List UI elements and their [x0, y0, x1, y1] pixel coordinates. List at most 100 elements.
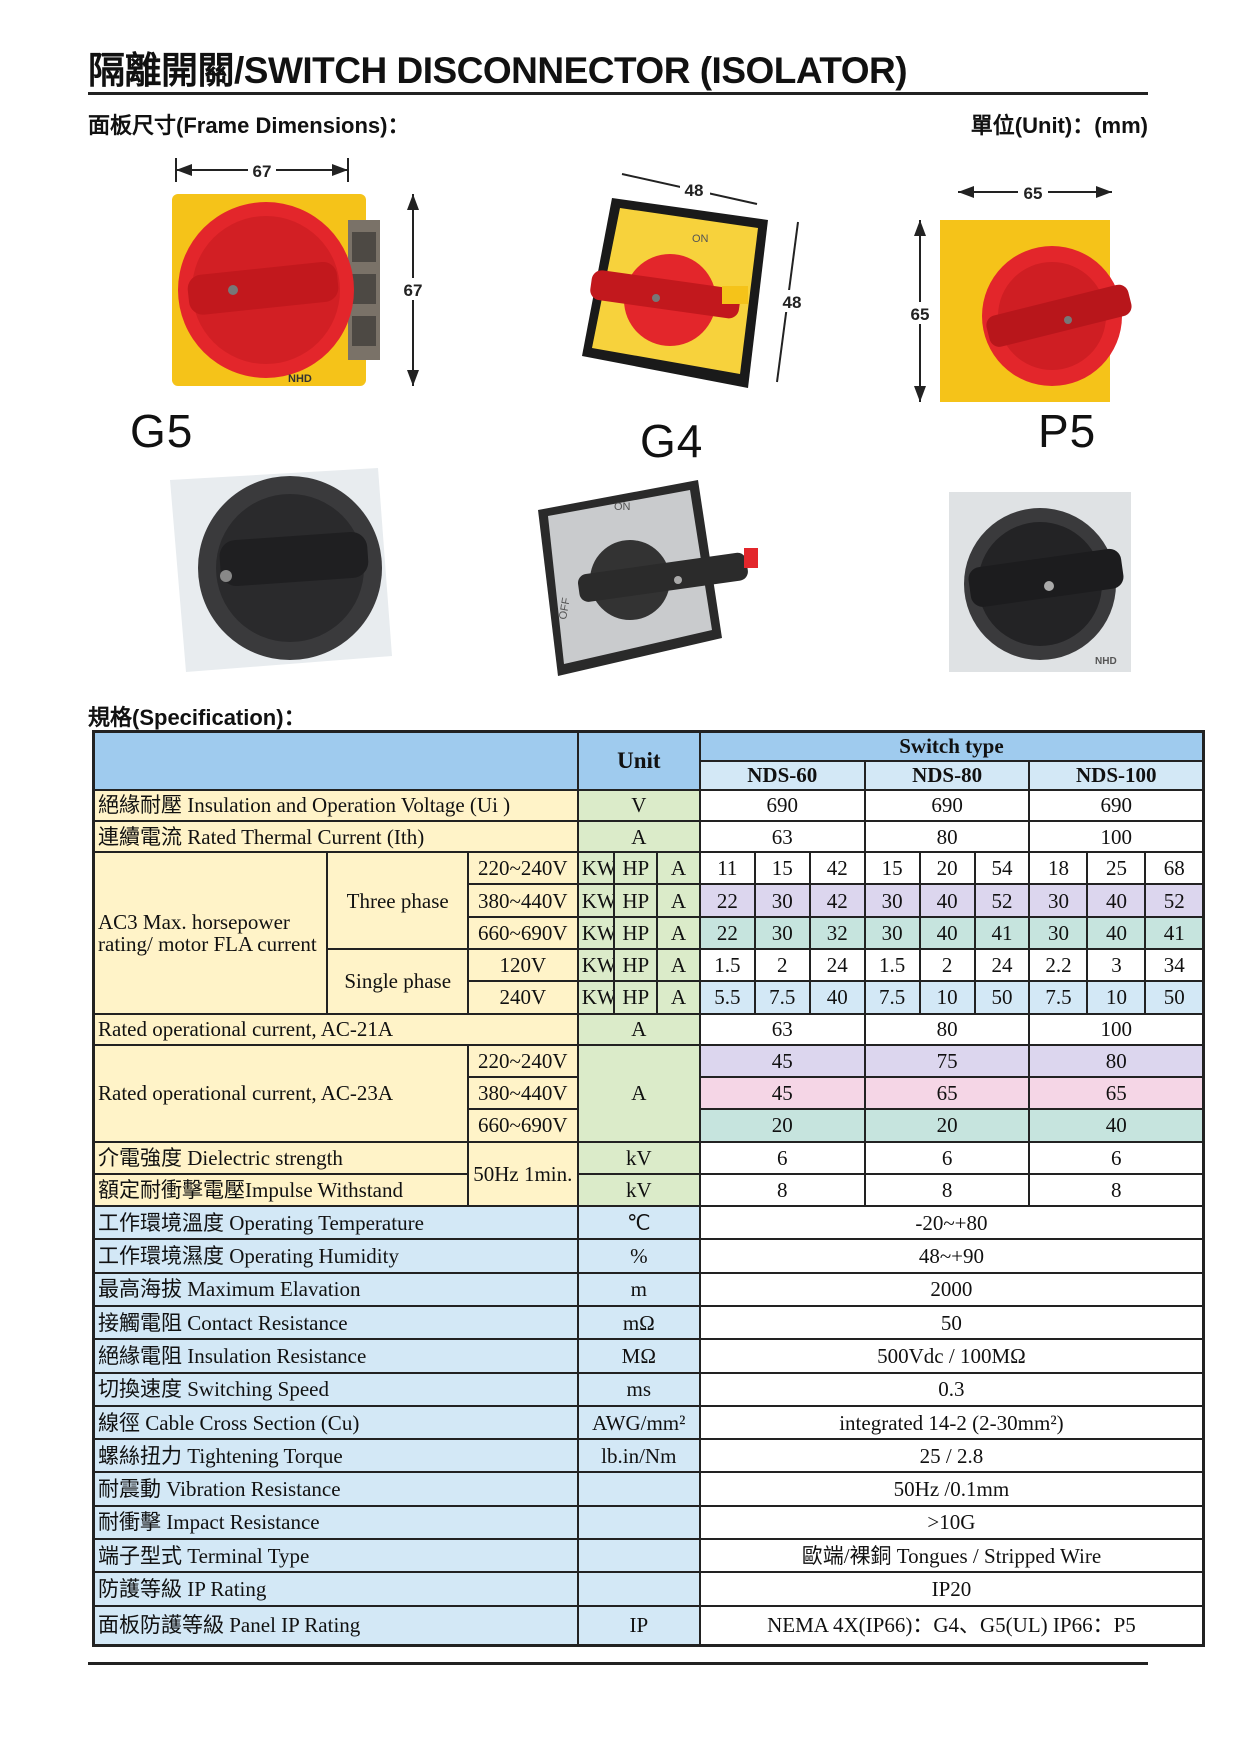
g5-width-dimension: 67 — [253, 162, 272, 181]
row-unit — [576, 1538, 701, 1574]
value-cell: 1.5 — [698, 948, 756, 983]
voltage-cell: 120V — [466, 948, 579, 983]
unit-label: 單位(Unit)：(mm) — [970, 113, 1148, 138]
value-cell: 100 — [1028, 1012, 1205, 1046]
g4-width-dimension: 48 — [685, 181, 704, 200]
value-cell: 40 — [1086, 915, 1147, 951]
row-label: 介電強度 Dielectric strength — [92, 1140, 469, 1175]
value-cell: 32 — [808, 915, 866, 951]
row-label: 端子型式 Terminal Type — [92, 1538, 579, 1574]
table-row: Single phase 120V KW HP A 1.5 2 24 1.5 2… — [94, 948, 1205, 1015]
value-cell: 8 — [863, 1172, 1031, 1208]
value-cell: 30 — [863, 883, 921, 918]
value-cell: 11 — [698, 851, 756, 886]
row-label: 工作環境溫度 Operating Temperature — [92, 1205, 579, 1241]
table-row: Rated operational current, AC-21A A 63 8… — [92, 1012, 1205, 1046]
row-unit: A — [576, 1043, 701, 1143]
p5-height-dimension: 65 — [911, 305, 930, 324]
model-label-p5: P5 — [1038, 405, 1097, 457]
table-row: 絕緣電阻 Insulation Resistance MΩ 500Vdc / 1… — [92, 1338, 1205, 1374]
value-cell: 7.5 — [753, 980, 811, 1015]
row-unit: IP — [576, 1604, 701, 1647]
value-cell: 22 — [698, 915, 756, 951]
value-cell: 24 — [808, 948, 866, 983]
g4-dark-product-image: ON OFF — [538, 480, 758, 676]
value-cell: 75 — [863, 1043, 1031, 1079]
row-label: 螺絲扭力 Tightening Torque — [92, 1438, 579, 1474]
value-cell: 6 — [698, 1140, 866, 1175]
table-row: 660~690V KW HP A 22 30 32 30 40 41 30 40… — [94, 915, 1205, 951]
unit-kw: KW — [576, 915, 616, 951]
value-cell: 30 — [753, 883, 811, 918]
value-cell: 0.3 — [698, 1371, 1205, 1407]
value-cell: 30 — [753, 915, 811, 951]
value-cell: 40 — [1028, 1108, 1205, 1143]
row-label: 絕緣耐壓 Insulation and Operation Voltage (U… — [92, 788, 579, 823]
value-cell: 54 — [973, 851, 1031, 886]
specification-label: 規格(Specification)： — [88, 705, 306, 730]
row-unit: V — [576, 788, 701, 823]
value-cell: 690 — [1028, 788, 1205, 823]
row-label: 額定耐衝擊電壓Impulse Withstand — [92, 1172, 469, 1208]
unit-a: A — [656, 915, 701, 951]
unit-hp: HP — [613, 980, 659, 1015]
value-cell: IP20 — [698, 1571, 1205, 1607]
table-row: 端子型式 Terminal Type 歐端/裸銅 Tongues / Strip… — [92, 1538, 1205, 1574]
value-cell: 40 — [918, 883, 976, 918]
g5-brand-text: NHD — [288, 373, 312, 385]
unit-kw: KW — [576, 851, 616, 886]
value-cell: 50 — [1144, 980, 1205, 1015]
table-row: 660~690V 20 20 40 — [94, 1108, 1205, 1143]
value-cell: 1.5 — [863, 948, 921, 983]
row-unit — [576, 1571, 701, 1607]
model-label-g4: G4 — [640, 415, 704, 467]
row-unit — [576, 1504, 701, 1541]
row-unit: m — [576, 1271, 701, 1307]
row-unit: A — [576, 819, 701, 854]
unit-a: A — [656, 851, 701, 886]
table-row: 240V KW HP A 5.5 7.5 40 7.5 10 50 7.5 10… — [94, 980, 1205, 1015]
value-cell: NEMA 4X(IP66)：G4、G5(UL) IP66：P5 — [698, 1604, 1205, 1647]
unit-hp: HP — [613, 883, 659, 918]
row-unit: ℃ — [576, 1205, 701, 1241]
value-cell: 2000 — [698, 1271, 1205, 1307]
value-cell: 65 — [1028, 1076, 1205, 1111]
row-label: 面板防護等級 Panel IP Rating — [92, 1604, 579, 1647]
header-switch-type: Switch type — [698, 730, 1205, 762]
row-label: 線徑 Cable Cross Section (Cu) — [92, 1404, 579, 1441]
value-cell: 歐端/裸銅 Tongues / Stripped Wire — [698, 1538, 1205, 1574]
g4-height-dimension: 48 — [783, 293, 802, 312]
table-row: 最高海拔 Maximum Elavation m 2000 — [92, 1271, 1205, 1307]
g4-dark-on-marker: ON — [614, 501, 631, 513]
value-cell: 42 — [808, 851, 866, 886]
table-model-row: NDS-60 NDS-80 NDS-100 — [94, 759, 1205, 791]
row-unit: kV — [576, 1140, 701, 1175]
value-cell: 65 — [863, 1076, 1031, 1111]
table-row: 工作環境溫度 Operating Temperature ℃ -20~+80 — [92, 1205, 1205, 1241]
value-cell: 6 — [1028, 1140, 1205, 1175]
row-label: 接觸電阻 Contact Resistance — [92, 1304, 579, 1341]
row-unit: kV — [576, 1172, 701, 1208]
value-cell: 50 — [973, 980, 1031, 1015]
value-cell: 80 — [1028, 1043, 1205, 1079]
value-cell: 25 / 2.8 — [698, 1438, 1205, 1474]
value-cell: 45 — [698, 1076, 866, 1111]
header-blank-cell — [92, 730, 579, 791]
g4-on-marker: ON — [692, 233, 709, 245]
value-cell: >10G — [698, 1504, 1205, 1541]
value-cell: 7.5 — [863, 980, 921, 1015]
row-unit: mΩ — [576, 1304, 701, 1341]
value-cell: 63 — [698, 819, 866, 854]
table-row: AC3 Max. horsepower rating/ motor FLA cu… — [92, 851, 1205, 1015]
value-cell: 52 — [1144, 883, 1205, 918]
header-model-nds60: NDS-60 — [698, 759, 866, 791]
row-unit — [576, 1471, 701, 1507]
row-unit: A — [576, 1012, 701, 1046]
value-cell: 22 — [698, 883, 756, 918]
row-label: 防護等級 IP Rating — [92, 1571, 579, 1607]
unit-a: A — [656, 883, 701, 918]
value-cell: 690 — [698, 788, 866, 823]
value-cell: 40 — [918, 915, 976, 951]
unit-a: A — [656, 980, 701, 1015]
value-cell: 500Vdc / 100MΩ — [698, 1338, 1205, 1374]
